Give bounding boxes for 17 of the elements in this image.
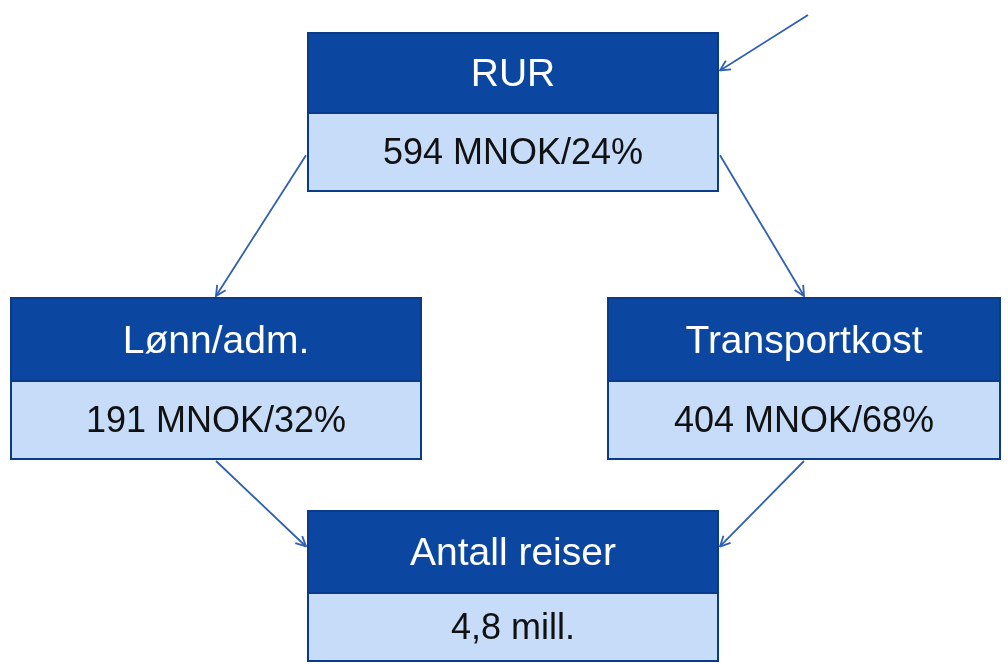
box-heading: RUR (309, 34, 717, 114)
box-heading: Antall reiser (309, 512, 717, 594)
arrow (215, 154, 307, 297)
arrow (719, 154, 805, 297)
box-value: 404 MNOK/68% (672, 398, 936, 442)
process-box (307, 32, 719, 192)
box-heading: Lønn/adm. (12, 299, 420, 382)
process-box (10, 297, 422, 460)
process-box (607, 297, 1001, 460)
arrow (215, 460, 307, 548)
arrow (719, 14, 809, 72)
process-box (307, 510, 719, 662)
arrow (719, 460, 805, 548)
box-value: 191 MNOK/32% (84, 398, 348, 442)
box-heading: Transportkost (609, 299, 999, 382)
box-value: 594 MNOK/24% (381, 130, 645, 174)
box-value: 4,8 mill. (450, 605, 576, 649)
